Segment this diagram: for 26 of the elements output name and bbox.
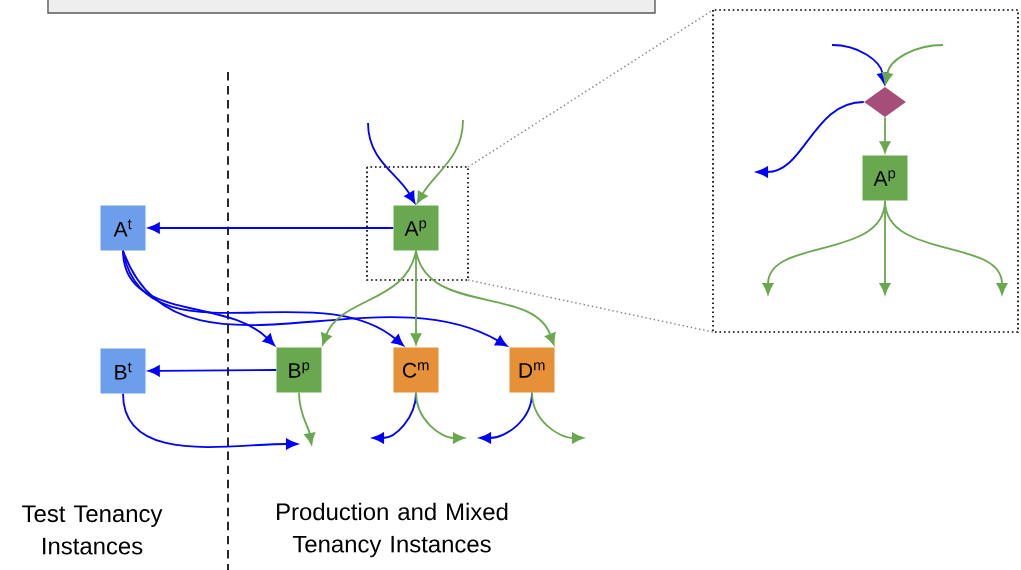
arrow — [122, 249, 508, 347]
arrow — [756, 101, 865, 178]
arrow — [367, 122, 416, 204]
process-box: D$^{m}$ — [509, 347, 555, 393]
process-box: B$^{t}$ — [100, 348, 146, 394]
process-box: A$^{p}$ — [393, 205, 439, 251]
arrow — [148, 365, 278, 377]
process-box: B$^{p}$ — [276, 347, 322, 393]
process-box: A$^{t}$ — [100, 205, 146, 251]
arrow — [415, 391, 465, 444]
arrow — [298, 391, 316, 445]
arrow — [879, 116, 891, 153]
arrow — [148, 222, 395, 234]
caption-text: Test Tenancy Instances — [22, 505, 163, 555]
caption-text: Production and Mixed Tenancy Instances — [277, 502, 508, 558]
process-box: A$^{p}$ — [862, 155, 908, 201]
arrow — [122, 392, 298, 450]
banner-box — [47, 0, 656, 14]
arrow — [415, 249, 556, 346]
arrow — [416, 119, 464, 204]
arrow — [881, 44, 944, 85]
arrow — [531, 391, 584, 444]
process-box: C$^{m}$ — [393, 347, 439, 393]
decision-diamond — [864, 87, 906, 117]
arrow — [122, 249, 404, 347]
arrow — [884, 199, 1008, 295]
